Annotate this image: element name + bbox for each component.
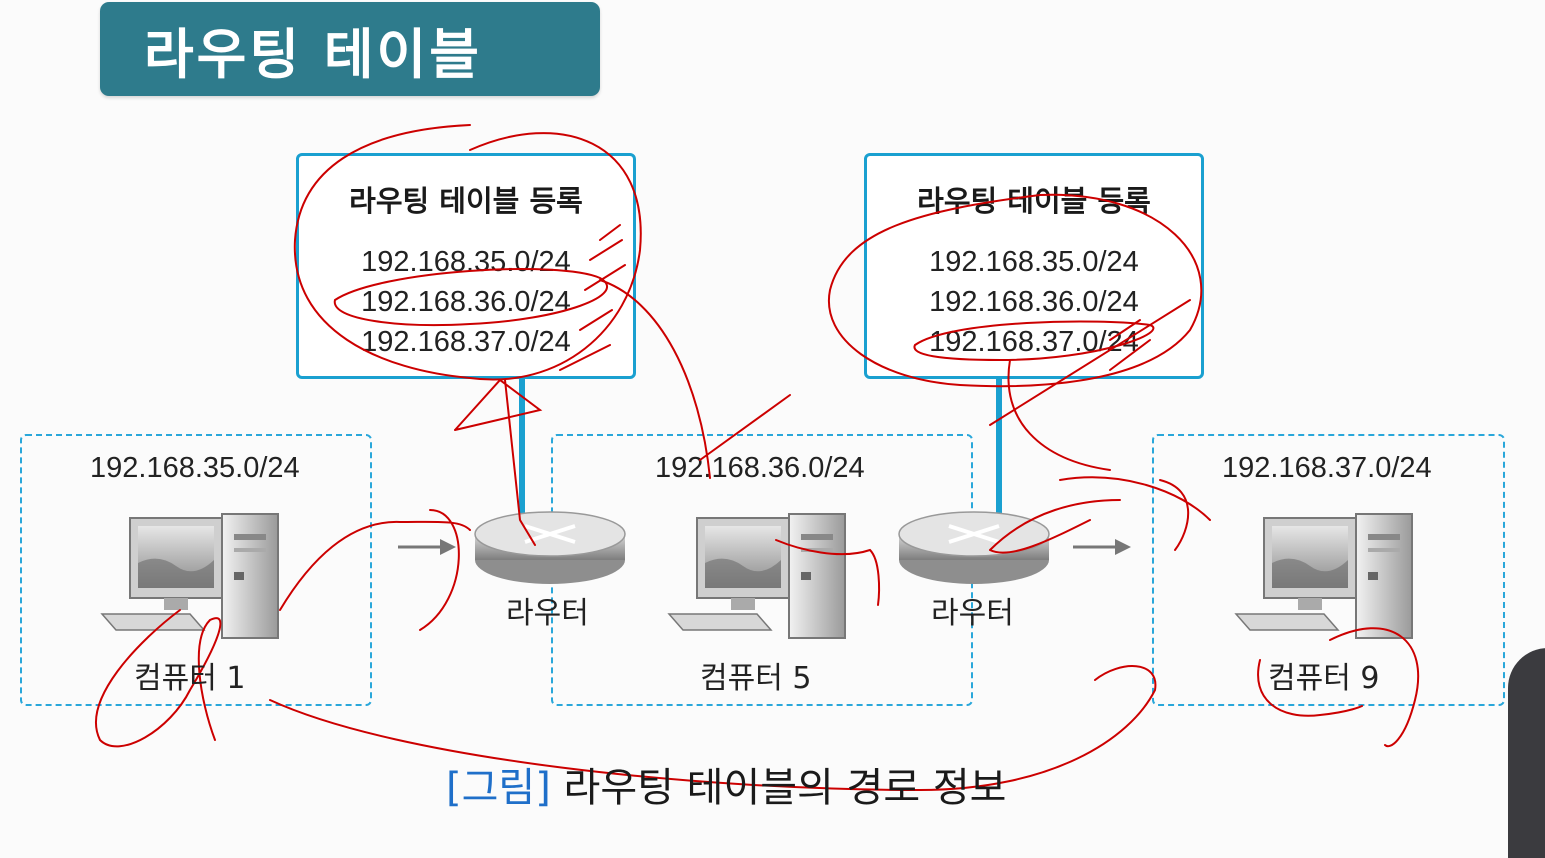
routing-table-left: 라우팅 테이블 등록 192.168.35.0/24 192.168.36.0/… bbox=[296, 153, 636, 379]
routing-entry: 192.168.35.0/24 bbox=[361, 246, 571, 278]
routing-entry: 192.168.37.0/24 bbox=[361, 326, 571, 358]
computer-label: 컴퓨터 5 bbox=[700, 661, 812, 696]
caption-text: 라우팅 테이블의 경로 정보 bbox=[563, 765, 1007, 811]
page-title: 라우팅 테이블 bbox=[144, 23, 482, 86]
routing-table-entries: 192.168.35.0/24 192.168.36.0/24 192.168.… bbox=[867, 242, 1201, 362]
network-address: 192.168.35.0/24 bbox=[90, 452, 300, 484]
routing-table-title: 라우팅 테이블 등록 bbox=[349, 184, 583, 218]
routing-entry: 192.168.36.0/24 bbox=[361, 286, 571, 318]
handwritten-annotations bbox=[95, 124, 1420, 792]
computer-label: 컴퓨터 9 bbox=[1268, 661, 1380, 696]
routing-table-entries: 192.168.35.0/24 192.168.36.0/24 192.168.… bbox=[299, 242, 633, 362]
figure-caption: [그림] 라우팅 테이블의 경로 정보 bbox=[446, 755, 1006, 813]
table-connector-left bbox=[519, 379, 525, 517]
computer-label: 컴퓨터 1 bbox=[134, 661, 246, 696]
network-box-35 bbox=[20, 434, 372, 706]
router-label: 라우터 bbox=[506, 596, 589, 631]
routing-entry: 192.168.35.0/24 bbox=[929, 246, 1139, 278]
router-label: 라우터 bbox=[931, 596, 1014, 631]
presenter-figure bbox=[1508, 648, 1545, 858]
computer-icon bbox=[668, 513, 846, 639]
network-box-37 bbox=[1152, 434, 1505, 706]
caption-bracket: [그림] bbox=[446, 765, 551, 811]
arrow-right-icon bbox=[1073, 539, 1131, 555]
arrow-right-icon bbox=[398, 539, 456, 555]
computer-icon bbox=[101, 513, 279, 639]
title-banner: 라우팅 테이블 bbox=[100, 2, 600, 96]
network-address: 192.168.36.0/24 bbox=[655, 452, 865, 484]
network-address: 192.168.37.0/24 bbox=[1222, 452, 1432, 484]
router-icon bbox=[473, 510, 627, 586]
routing-entry: 192.168.36.0/24 bbox=[929, 286, 1139, 318]
computer-icon bbox=[1235, 513, 1413, 639]
table-connector-right bbox=[996, 379, 1002, 517]
